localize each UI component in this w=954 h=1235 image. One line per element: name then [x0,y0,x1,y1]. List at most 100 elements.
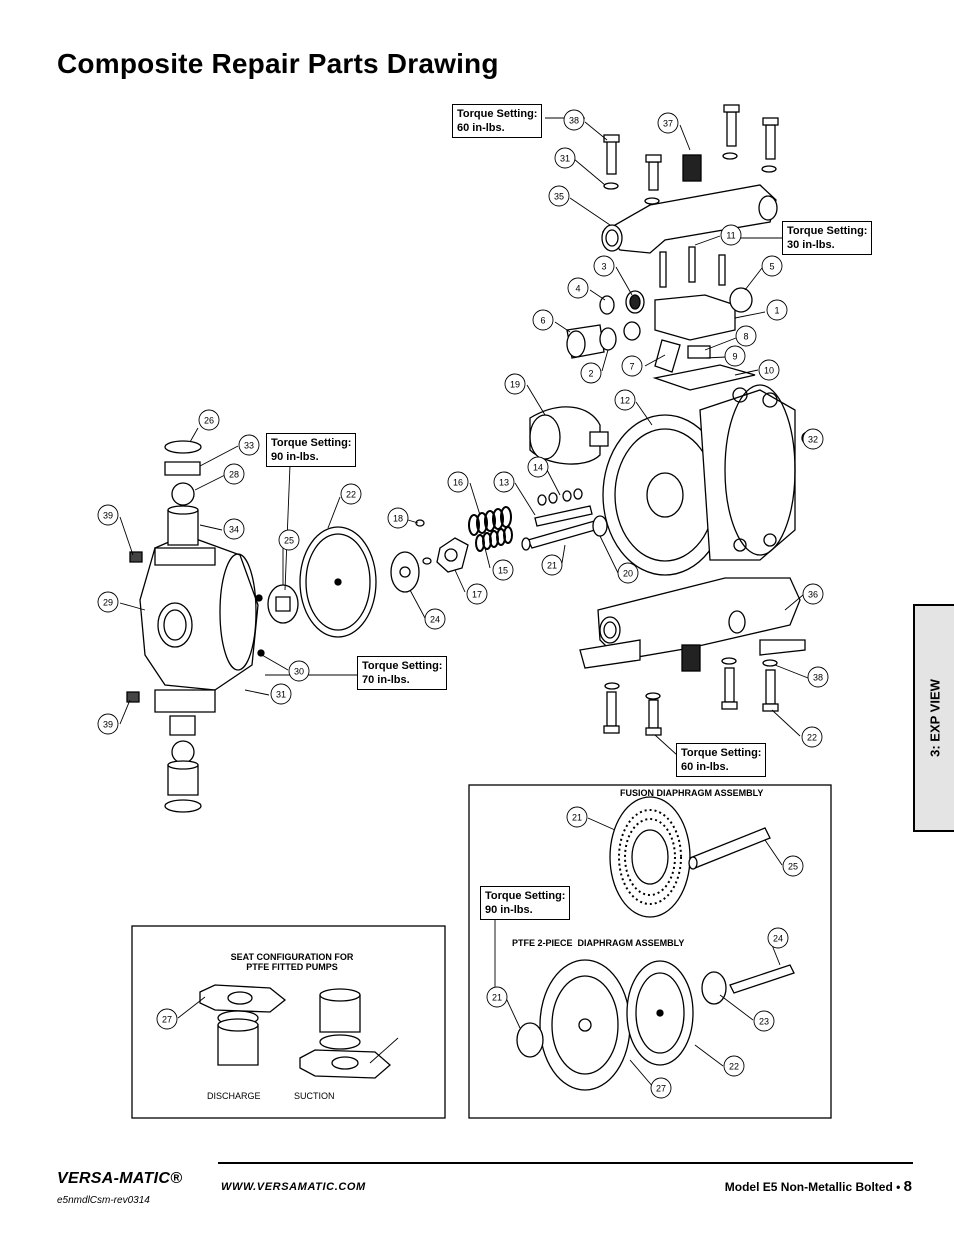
callout-number: 8 [743,332,748,342]
callout-number: 31 [276,690,286,700]
callout-number: 38 [813,673,823,683]
callout-number: 22 [346,490,356,500]
torque-note-air-valve: Torque Setting: 30 in-lbs. [782,221,873,255]
callout-29: 29 [97,591,119,613]
callout-17: 17 [466,583,488,605]
callout-39: 39 [97,504,119,526]
callout-4: 4 [567,277,589,299]
callout-number: 35 [554,192,564,202]
section-tab-label: 3: EXP VIEW [927,679,942,757]
website-link[interactable]: WWW.VERSAMATIC.COM [221,1181,366,1193]
callout-26: 26 [198,409,220,431]
callout-10: 10 [758,359,780,381]
callout-19: 19 [504,373,526,395]
callout-number: 25 [284,536,294,546]
torque-note-ptfe-plate: Torque Setting: 90 in-lbs. [480,886,571,920]
callout-2: 2 [580,362,602,384]
callout-number: 20 [623,569,633,579]
page-number: 8 [903,1178,912,1195]
suction-label: SUCTION [294,1091,335,1101]
model-name: Model E5 Non-Metallic Bolted • [724,1180,901,1194]
callout-number: 39 [103,720,113,730]
callout-number: 9 [732,352,737,362]
callout-number: 21 [492,993,502,1003]
callout-number: 1 [774,306,779,316]
callout-number: 29 [103,598,113,608]
callout-34: 34 [223,518,245,540]
callout-number: 24 [773,934,783,944]
document-id: e5nmdlCsm-rev0314 [57,1195,150,1206]
page-title: Composite Repair Parts Drawing [57,48,499,79]
callout-number: 11 [726,231,735,241]
callout-22: 22 [723,1055,745,1077]
torque-note-chamber: Torque Setting: 70 in-lbs. [357,656,448,690]
callout-22: 22 [340,483,362,505]
callout-number: 21 [572,813,582,823]
callout-31: 31 [554,147,576,169]
callout-number: 36 [808,590,818,600]
callout-38: 38 [563,109,585,131]
callout-11: 11 [720,224,742,246]
callout-number: 16 [453,478,463,488]
torque-note-lower-manifold: Torque Setting: 60 in-lbs. [676,743,767,777]
callout-number: 27 [656,1084,666,1094]
callout-9: 9 [724,345,746,367]
callout-number: 21 [547,561,557,571]
callout-25: 25 [278,529,300,551]
callout-number: 37 [663,119,673,129]
callout-number: 3 [601,262,606,272]
callout-15: 15 [492,559,514,581]
section-tab[interactable]: 3: EXP VIEW [913,604,954,832]
callout-number: 7 [629,362,634,372]
callout-number: 22 [807,733,817,743]
callout-39: 39 [97,713,119,735]
callout-number: 5 [769,262,774,272]
callout-24: 24 [767,927,789,949]
callout-number: 14 [533,463,543,473]
callout-25: 25 [782,855,804,877]
callout-number: 12 [620,396,630,406]
callout-number: 38 [569,116,579,126]
callout-36: 36 [802,583,824,605]
callout-number: 26 [204,416,214,426]
callout-38: 38 [807,666,829,688]
callout-number: 32 [808,435,818,445]
callout-number: 33 [244,441,254,451]
callout-number: 27 [162,1015,172,1025]
callout-number: 23 [759,1017,769,1027]
callout-23: 23 [753,1010,775,1032]
callout-35: 35 [548,185,570,207]
footer-model: Model E5 Non-Metallic Bolted • 8 [725,1178,912,1195]
callout-33: 33 [238,434,260,456]
callout-21: 21 [541,554,563,576]
callout-28: 28 [223,463,245,485]
discharge-label: DISCHARGE [207,1091,261,1101]
callout-number: 30 [294,667,304,677]
torque-note-upper-manifold: Torque Setting: 60 in-lbs. [452,104,543,138]
callout-13: 13 [493,471,515,493]
callout-number: 13 [499,478,509,488]
callout-number: 24 [430,615,440,625]
callout-number: 10 [764,366,774,376]
callout-14: 14 [527,456,549,478]
callout-number: 4 [575,284,580,294]
torque-note-diaphragm-plate: Torque Setting: 90 in-lbs. [266,433,357,467]
callout-16: 16 [447,471,469,493]
callout-22: 22 [801,726,823,748]
callout-37: 37 [657,112,679,134]
callout-number: 18 [393,514,403,524]
callout-30: 30 [288,660,310,682]
callout-32: 32 [802,428,824,450]
seat-config-title: SEAT CONFIGURATION FOR PTFE FITTED PUMPS [230,952,354,972]
callout-8: 8 [735,325,757,347]
callout-18: 18 [387,507,409,529]
callout-number: 15 [498,566,508,576]
callout-number: 39 [103,511,113,521]
callout-27: 27 [650,1077,672,1099]
fusion-diaphragm-title: FUSION DIAPHRAGM ASSEMBLY [620,788,764,798]
callout-27: 27 [156,1008,178,1030]
callout-31: 31 [270,683,292,705]
callout-number: 19 [510,380,520,390]
callout-number: 2 [588,369,593,379]
